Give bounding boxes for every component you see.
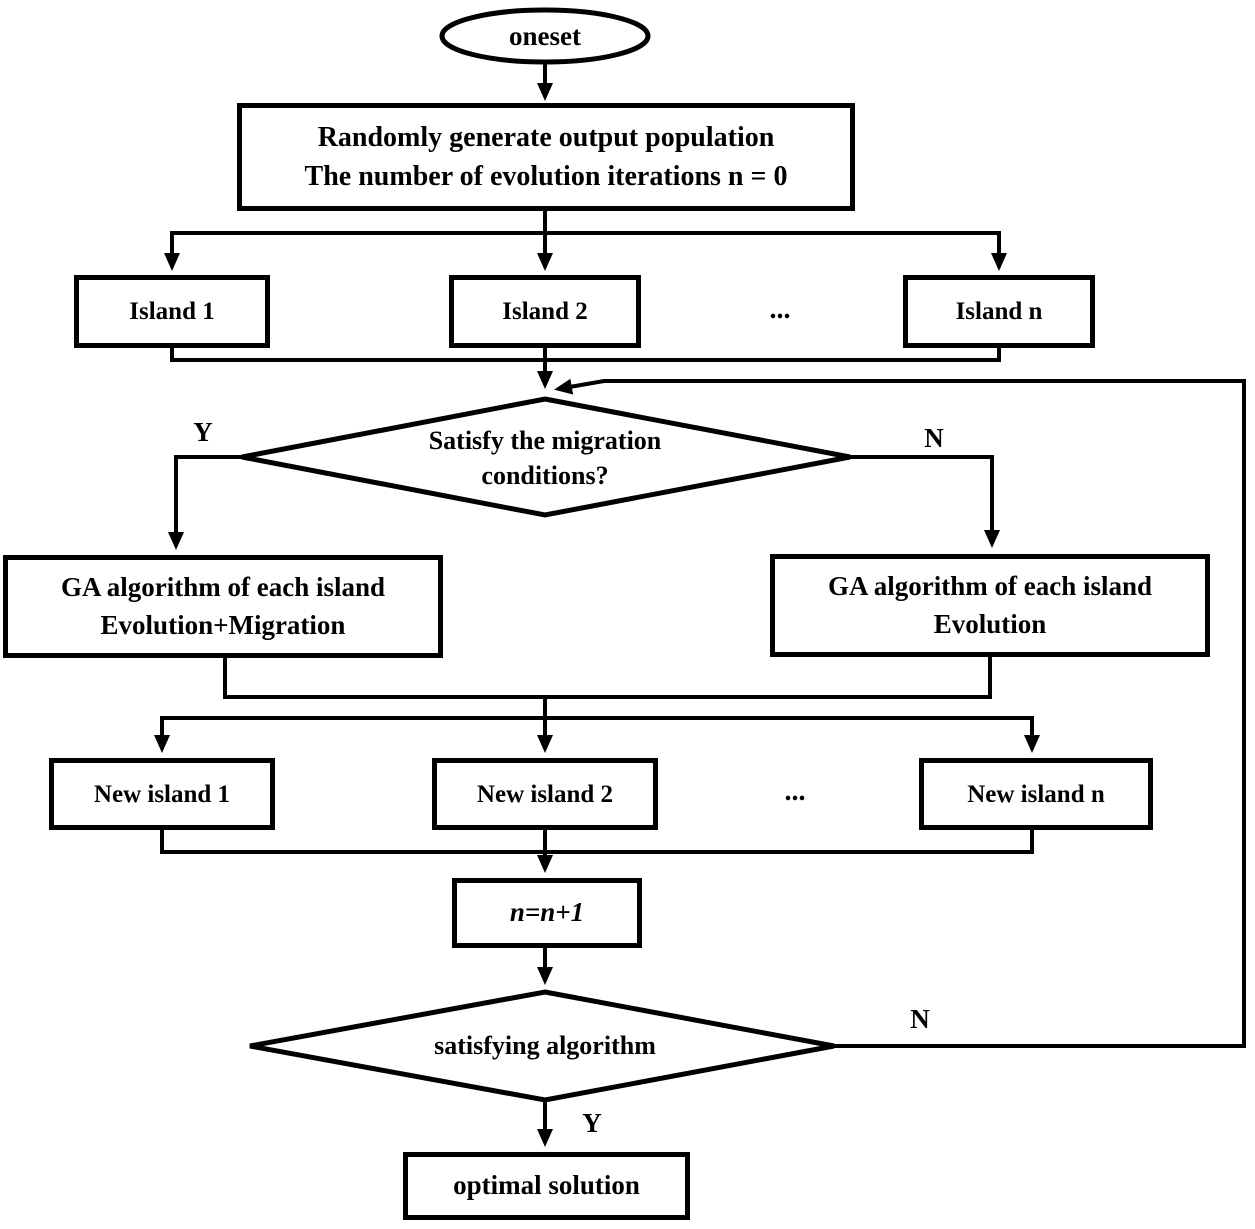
ga-evolution-line1: GA algorithm of each island	[827, 570, 1152, 601]
increment-box: n=n+1	[452, 878, 642, 948]
init-line1: Randomly generate output population	[317, 121, 775, 153]
start-ellipse	[439, 7, 651, 65]
new-island-n-label: New island n	[967, 780, 1105, 808]
island-2-label: Island 2	[502, 298, 588, 325]
arrow-migration-no	[848, 455, 1000, 548]
island-1-label: Island 1	[129, 298, 215, 325]
init-line2: The number of evolution iterations n = 0	[304, 161, 788, 192]
new-island-2-label: New island 2	[476, 780, 614, 808]
termination-diamond	[249, 989, 835, 1103]
termination-decision-text: satisfying algorithm	[434, 1031, 656, 1061]
arrow-migration-yes	[168, 455, 246, 550]
island-n-box: Island n	[903, 275, 1095, 348]
ga-migration-box: GA algorithm of each island Evolution+Mi…	[3, 555, 443, 658]
ga-evolution-line2: Evolution	[933, 608, 1047, 639]
termination-no-label: N	[910, 1003, 930, 1034]
migration-diamond	[241, 396, 851, 518]
end-box: optimal solution	[403, 1152, 690, 1220]
new-island-2-box: New island 2	[432, 758, 658, 830]
new-island-n-box: New island n	[919, 758, 1153, 830]
end-label: optimal solution	[453, 1170, 640, 1201]
island-n-label: Island n	[955, 298, 1043, 325]
ga-evolution-box: GA algorithm of each island Evolution	[770, 554, 1210, 657]
init-box: Randomly generate output population The …	[237, 103, 855, 211]
island-2-box: Island 2	[449, 275, 641, 348]
termination-yes-label: Y	[582, 1107, 602, 1138]
migration-line2: conditions?	[481, 461, 609, 490]
new-islands-ellipsis: ...	[784, 776, 806, 808]
new-island-1-label: New island 1	[93, 780, 231, 808]
island-1-box: Island 1	[74, 275, 270, 348]
new-island-1-box: New island 1	[49, 758, 275, 830]
migration-yes-label: Y	[193, 416, 213, 447]
arrow-feedback-loop	[554, 378, 1246, 1048]
migration-decision-text: Satisfy the migration conditions?	[345, 414, 745, 502]
migration-line1: Satisfy the migration	[428, 425, 662, 455]
start-label: oneset	[509, 20, 581, 51]
islands-ellipsis: ...	[769, 294, 791, 326]
increment-label: n=n+1	[509, 897, 585, 928]
ga-migration-line2: Evolution+Migration	[100, 609, 346, 640]
ga-migration-line1: GA algorithm of each island	[60, 571, 385, 602]
migration-no-label: N	[924, 422, 944, 453]
